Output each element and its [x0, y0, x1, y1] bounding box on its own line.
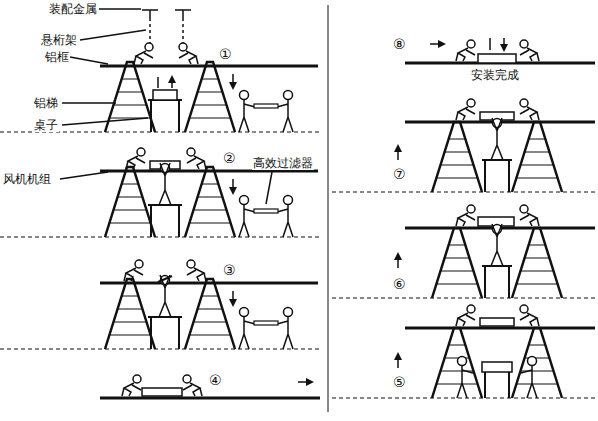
step-number: ⑤	[392, 374, 407, 390]
step-number: ⑦	[392, 166, 407, 182]
part-label: 铝梯	[33, 96, 59, 110]
step-number: ⑥	[392, 276, 407, 292]
part-label: 高效过滤器	[252, 156, 314, 170]
step-number: ④	[208, 372, 223, 388]
part-label: 风机机组	[2, 172, 52, 186]
step-number: ⑧	[392, 36, 407, 52]
part-label: 悬桁架	[40, 33, 78, 47]
part-label: 桌子	[33, 118, 59, 132]
part-label: 装配金属	[48, 2, 98, 16]
step-number: ③	[222, 262, 237, 278]
part-label: 安装完成	[470, 68, 520, 82]
step-number: ②	[222, 150, 237, 166]
step-number: ①	[218, 46, 233, 62]
part-label: 铝框	[44, 50, 70, 64]
